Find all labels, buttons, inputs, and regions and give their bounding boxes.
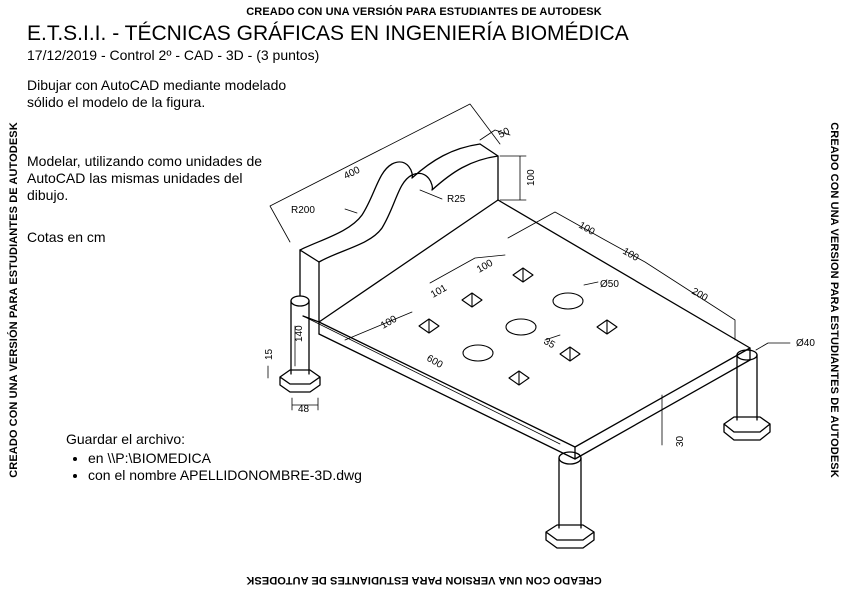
instruction-units: Modelar, utilizando como unidades de Aut… xyxy=(27,153,263,203)
save-path: en \\P:\BIOMEDICA xyxy=(88,450,362,467)
instruction-cotas: Cotas en cm xyxy=(27,229,106,245)
square-hole-2 xyxy=(461,292,483,308)
r200-leader xyxy=(344,208,358,214)
square-hole-5 xyxy=(559,346,581,362)
dim-phi50: Ø50 xyxy=(600,279,619,290)
dimension-lines xyxy=(267,103,791,446)
dim-400-line xyxy=(269,103,501,243)
dim-50-line xyxy=(479,129,511,141)
square-hole-1 xyxy=(512,267,534,283)
r25-leader xyxy=(419,189,443,200)
headboard-right-top xyxy=(479,143,499,201)
round-hole-3 xyxy=(462,344,494,362)
dim-600-line xyxy=(302,315,561,445)
dim-140: 140 xyxy=(294,325,305,342)
dim-100-a: 100 xyxy=(577,220,597,238)
leg-body-right xyxy=(736,354,758,421)
save-list: en \\P:\BIOMEDICA con el nombre APELLIDO… xyxy=(66,450,362,484)
leg-foot-right xyxy=(723,416,771,441)
dim-35-line xyxy=(544,334,561,341)
legs xyxy=(279,295,771,549)
seat-holes xyxy=(418,267,618,386)
dim-100-d: 100 xyxy=(379,314,399,332)
dim-100-c: 100 xyxy=(475,258,495,276)
dim-top-right-lines xyxy=(507,211,736,341)
dim-100-left-line xyxy=(344,311,413,341)
page-subtitle: 17/12/2019 - Control 2º - CAD - 3D - (3 … xyxy=(27,47,320,63)
dim-101-100-line xyxy=(429,254,506,284)
save-filename: con el nombre APELLIDONOMBRE-3D.dwg xyxy=(88,467,362,484)
dim-48: 48 xyxy=(298,404,310,415)
dim-50: 50 xyxy=(497,126,512,141)
phi50-leader xyxy=(583,281,599,286)
leg-body-back-left xyxy=(290,300,310,375)
dim-r25: R25 xyxy=(447,194,466,205)
save-instructions: Guardar el archivo: en \\P:\BIOMEDICA co… xyxy=(66,431,362,484)
leg-top-right xyxy=(736,349,758,361)
dim-30: 30 xyxy=(675,435,686,447)
dim-100-height-line xyxy=(499,155,527,201)
square-hole-6 xyxy=(508,370,530,386)
seat-bottom-outline xyxy=(318,333,751,460)
dim-101: 101 xyxy=(429,283,449,301)
leg-top-back-left xyxy=(290,295,310,307)
leg-foot-front xyxy=(545,524,595,549)
dim-400: 400 xyxy=(342,164,362,182)
square-hole-4 xyxy=(596,319,618,335)
dim-48-line xyxy=(291,397,319,411)
page-title: E.T.S.I.I. - TÉCNICAS GRÁFICAS EN INGENI… xyxy=(27,22,629,45)
dim-100-height: 100 xyxy=(526,169,537,186)
headboard-left-edge xyxy=(299,249,320,323)
headboard xyxy=(299,143,499,323)
phi40-leader xyxy=(755,342,791,351)
save-heading: Guardar el archivo: xyxy=(66,431,186,447)
dim-35: 35 xyxy=(542,336,558,351)
dimension-texts: 400 50 100 R200 R25 100 100 200 100 101 … xyxy=(264,126,815,447)
dim-15: 15 xyxy=(264,348,275,360)
watermark-top: CREADO CON UNA VERSIÓN PARA ESTUDIANTES … xyxy=(246,6,602,18)
round-hole-2 xyxy=(505,318,537,336)
leg-foot-back-left xyxy=(279,369,321,393)
instruction-model: Dibujar con AutoCAD mediante modelado só… xyxy=(27,77,287,110)
square-hole-3 xyxy=(418,318,440,334)
dim-phi40: Ø40 xyxy=(796,338,815,349)
round-hole-1 xyxy=(552,292,584,310)
leg-body-front xyxy=(558,457,582,529)
dim-600: 600 xyxy=(425,353,445,371)
dim-100-b: 100 xyxy=(621,246,641,264)
headboard-back-top xyxy=(299,143,481,251)
seat-top-outline xyxy=(318,199,751,448)
dim-r200: R200 xyxy=(291,205,315,216)
headboard-base-line xyxy=(318,199,499,323)
